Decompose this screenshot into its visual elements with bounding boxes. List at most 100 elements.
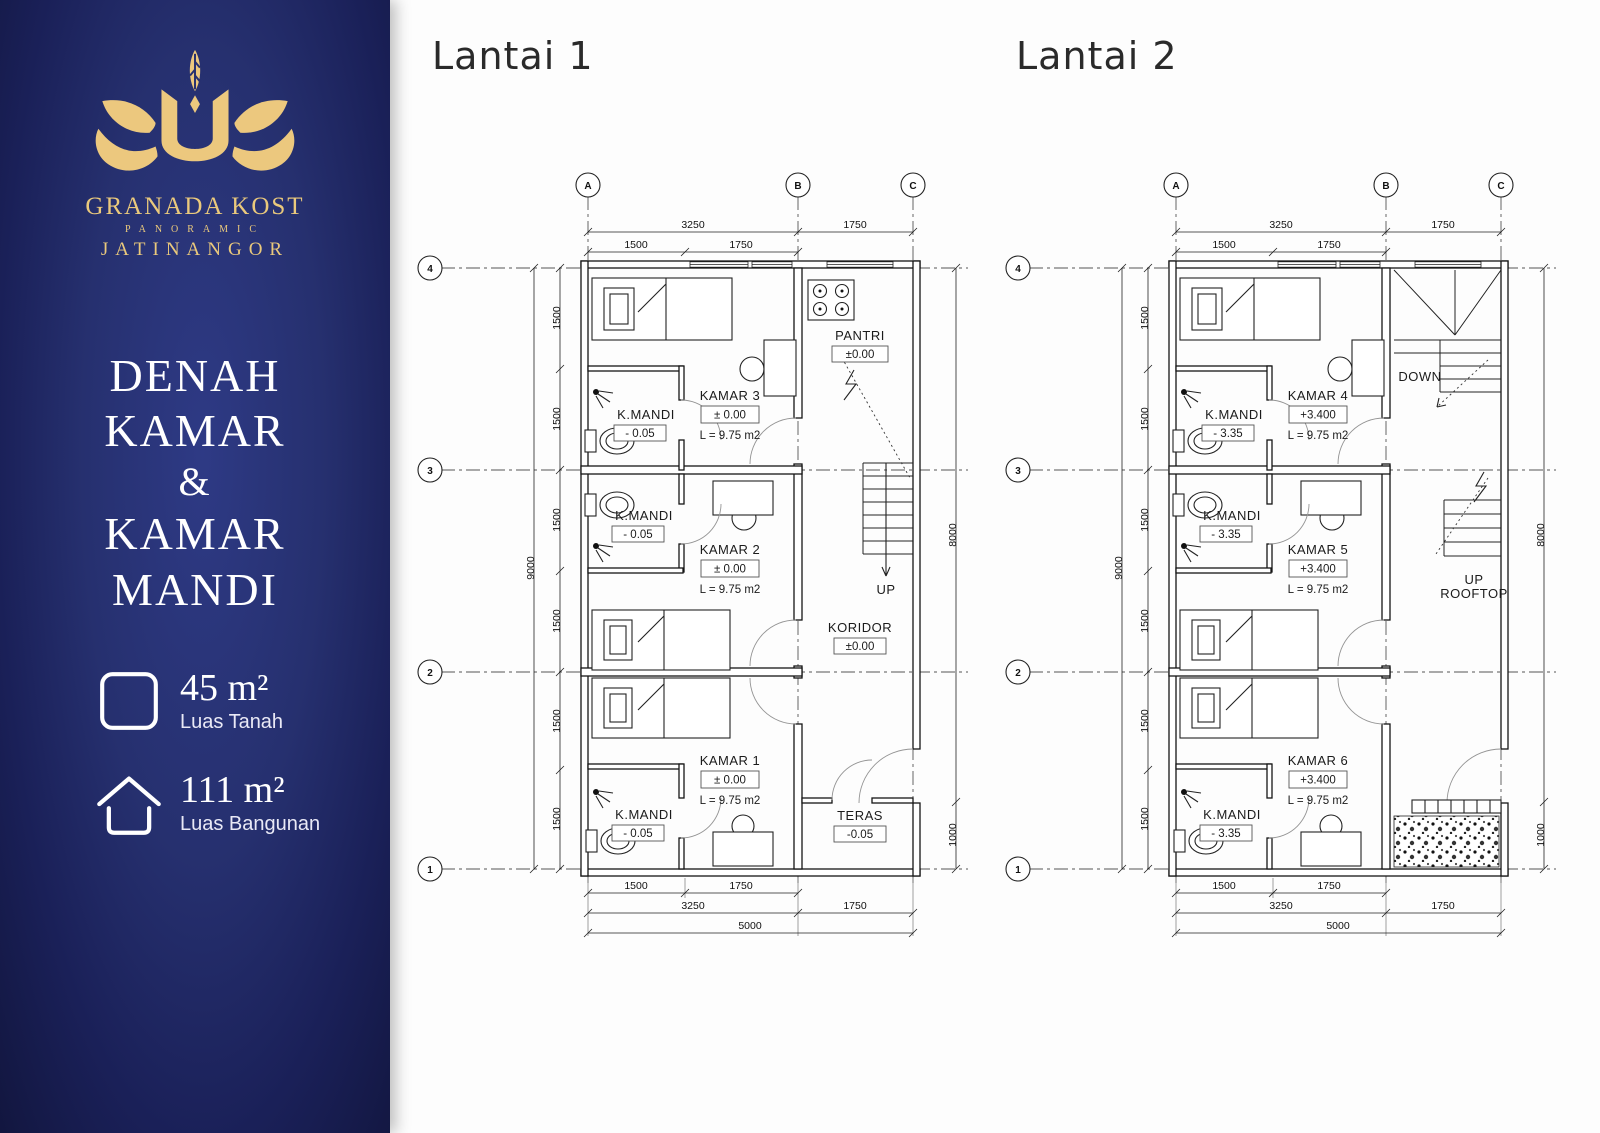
grid-row-label: 3 [427, 466, 433, 477]
door-arc [680, 503, 722, 545]
room-area: L = 9.75 m2 [1288, 430, 1349, 442]
dim-label: 1750 [843, 900, 867, 912]
stat-land: 45 m² Luas Tanah [92, 668, 372, 734]
dim-label: 3250 [681, 219, 705, 231]
stat-building: 111 m² Luas Bangunan [92, 768, 372, 838]
shower-icon [593, 543, 614, 563]
grid-col-label: B [1382, 181, 1389, 192]
walls [1168, 260, 1509, 877]
furniture [1172, 277, 1502, 867]
room-labels: KAMAR 3 ± 0.00 L = 9.75 m2 KAMAR 2 ± 0.0… [611, 328, 895, 843]
desk [1300, 480, 1362, 516]
door-arc [749, 417, 797, 465]
dim-label: 1500 [624, 239, 648, 251]
railing [1411, 799, 1502, 814]
bath-level: - 0.05 [623, 529, 652, 541]
bed [1179, 277, 1321, 341]
dimensions: 3250 1750 1500 1750 1500 1500 1500 1500 … [525, 219, 961, 938]
floor-plan-lantai-1: 3250 1750 1500 1750 1500 1500 1500 1500 … [408, 148, 988, 948]
brand-tagline: PANORAMIC [124, 224, 266, 235]
room-name: KAMAR 6 [1288, 753, 1349, 768]
dimensions: 3250 1750 1500 1750 1500 1500 1500 1500 … [1113, 219, 1549, 938]
bath-name: K.MANDI [617, 407, 675, 422]
dim-label: 1750 [729, 239, 753, 251]
grid-row-label: 4 [1015, 264, 1021, 275]
pantry-name: PANTRI [835, 328, 885, 343]
stair-direction-label: UP [1464, 572, 1483, 587]
dim-label: 1500 [551, 709, 563, 733]
heading-line: & [178, 459, 212, 505]
desk [712, 480, 774, 516]
grid-col-label: C [909, 181, 916, 192]
floor-plan-lantai-2: 3250 1750 1500 1750 1500 1500 1500 1500 … [996, 148, 1576, 948]
dim-label: 1500 [551, 609, 563, 633]
dim-label: 5000 [738, 920, 762, 932]
grid-row-label: 2 [1015, 668, 1021, 679]
door-arc [1337, 619, 1385, 667]
stair-direction-label: UP [876, 582, 895, 597]
stats-block: 45 m² Luas Tanah 111 m² Luas Bangunan [92, 668, 372, 872]
door-arc [749, 619, 797, 667]
room-level: ± 0.00 [714, 775, 746, 787]
corridor-name: KORIDOR [828, 620, 892, 635]
shower-icon [593, 789, 614, 809]
dim-label: 1750 [1431, 900, 1455, 912]
desk [1300, 831, 1362, 867]
door-arc [1268, 797, 1310, 839]
brand-name: GRANADA KOST [85, 193, 305, 220]
grid-row-label: 3 [1015, 466, 1021, 477]
grid-row-label: 1 [1015, 865, 1021, 876]
brand-block: GRANADA KOST PANORAMIC JATINANGOR [0, 42, 390, 261]
bed [591, 677, 731, 739]
corridor-level: ±0.00 [846, 641, 875, 653]
room-name: KAMAR 5 [1288, 542, 1349, 557]
grid-row-label: 1 [427, 865, 433, 876]
stove-icon [807, 279, 855, 321]
door-arc [1268, 503, 1310, 545]
shower-icon [1181, 543, 1202, 563]
toilet [584, 491, 635, 519]
dim-label: 1500 [1212, 880, 1236, 892]
stat-label: Luas Tanah [180, 710, 284, 733]
dim-label: 1000 [947, 823, 959, 847]
desk [1351, 339, 1385, 397]
heading-line: KAMAR [104, 405, 286, 457]
stat-label: Luas Bangunan [180, 812, 321, 835]
poster-heading: DENAH KAMAR & KAMAR MANDI [0, 348, 390, 617]
bath-name: K.MANDI [1203, 508, 1261, 523]
dim-label: 8000 [1535, 523, 1547, 547]
grid-col-label: A [1172, 181, 1179, 192]
bath-level: - 3.35 [1213, 428, 1242, 440]
sidebar: GRANADA KOST PANORAMIC JATINANGOR DENAH … [0, 0, 390, 1133]
furniture [584, 277, 914, 867]
desk [763, 339, 797, 397]
door-arc [1337, 677, 1385, 725]
dim-label: 5000 [1326, 920, 1350, 932]
dim-label: 1750 [729, 880, 753, 892]
dim-label: 1000 [1535, 823, 1547, 847]
room-level: ± 0.00 [714, 410, 746, 422]
bath-name: K.MANDI [615, 807, 673, 822]
room-area: L = 9.75 m2 [1288, 795, 1349, 807]
dim-label: 1500 [551, 508, 563, 532]
bed [1179, 677, 1319, 739]
heading-line: DENAH [109, 350, 281, 401]
pantry-level: ±0.00 [846, 349, 875, 361]
dim-label: 1500 [1139, 407, 1151, 431]
balcony-floor [1393, 815, 1500, 868]
door-arc [858, 748, 914, 804]
dim-label: 1500 [1139, 609, 1151, 633]
dim-label: 1500 [624, 880, 648, 892]
stair-direction-label: DOWN [1398, 369, 1441, 384]
stair-direction-label: ROOFTOP [1440, 586, 1508, 601]
bed [591, 277, 733, 341]
room-name: KAMAR 2 [700, 542, 761, 557]
grid-bubbles: A B C 4 3 2 1 [417, 172, 926, 882]
terrace-name: TERAS [837, 808, 883, 823]
land-area-icon [100, 672, 158, 730]
door-arc [1337, 417, 1385, 465]
dim-label: 1750 [1317, 239, 1341, 251]
dim-label: 1500 [551, 306, 563, 330]
room-name: KAMAR 3 [700, 388, 761, 403]
shower-icon [593, 389, 614, 409]
